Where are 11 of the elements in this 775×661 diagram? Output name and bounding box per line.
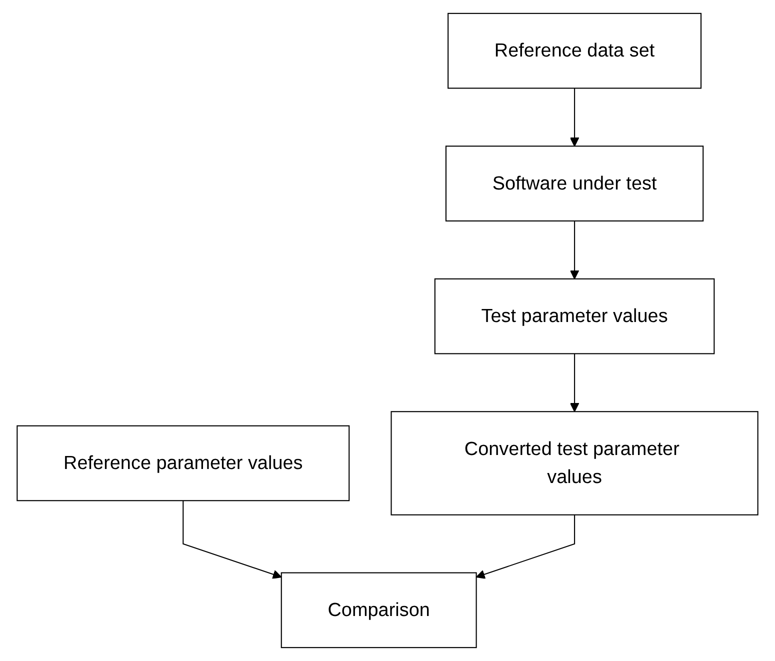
arrow [570,88,580,147]
arrow [570,354,580,412]
node-box: Comparison [280,572,477,648]
node-box: Reference data set [448,12,702,89]
node-box: Converted test parameter values [390,411,758,516]
arrow [182,500,282,579]
node-box: Test parameter values [434,278,715,354]
node-box: Software under test [445,146,704,222]
arrow [476,514,576,579]
arrow [570,220,580,280]
node-box: Reference parameter values [16,425,350,502]
